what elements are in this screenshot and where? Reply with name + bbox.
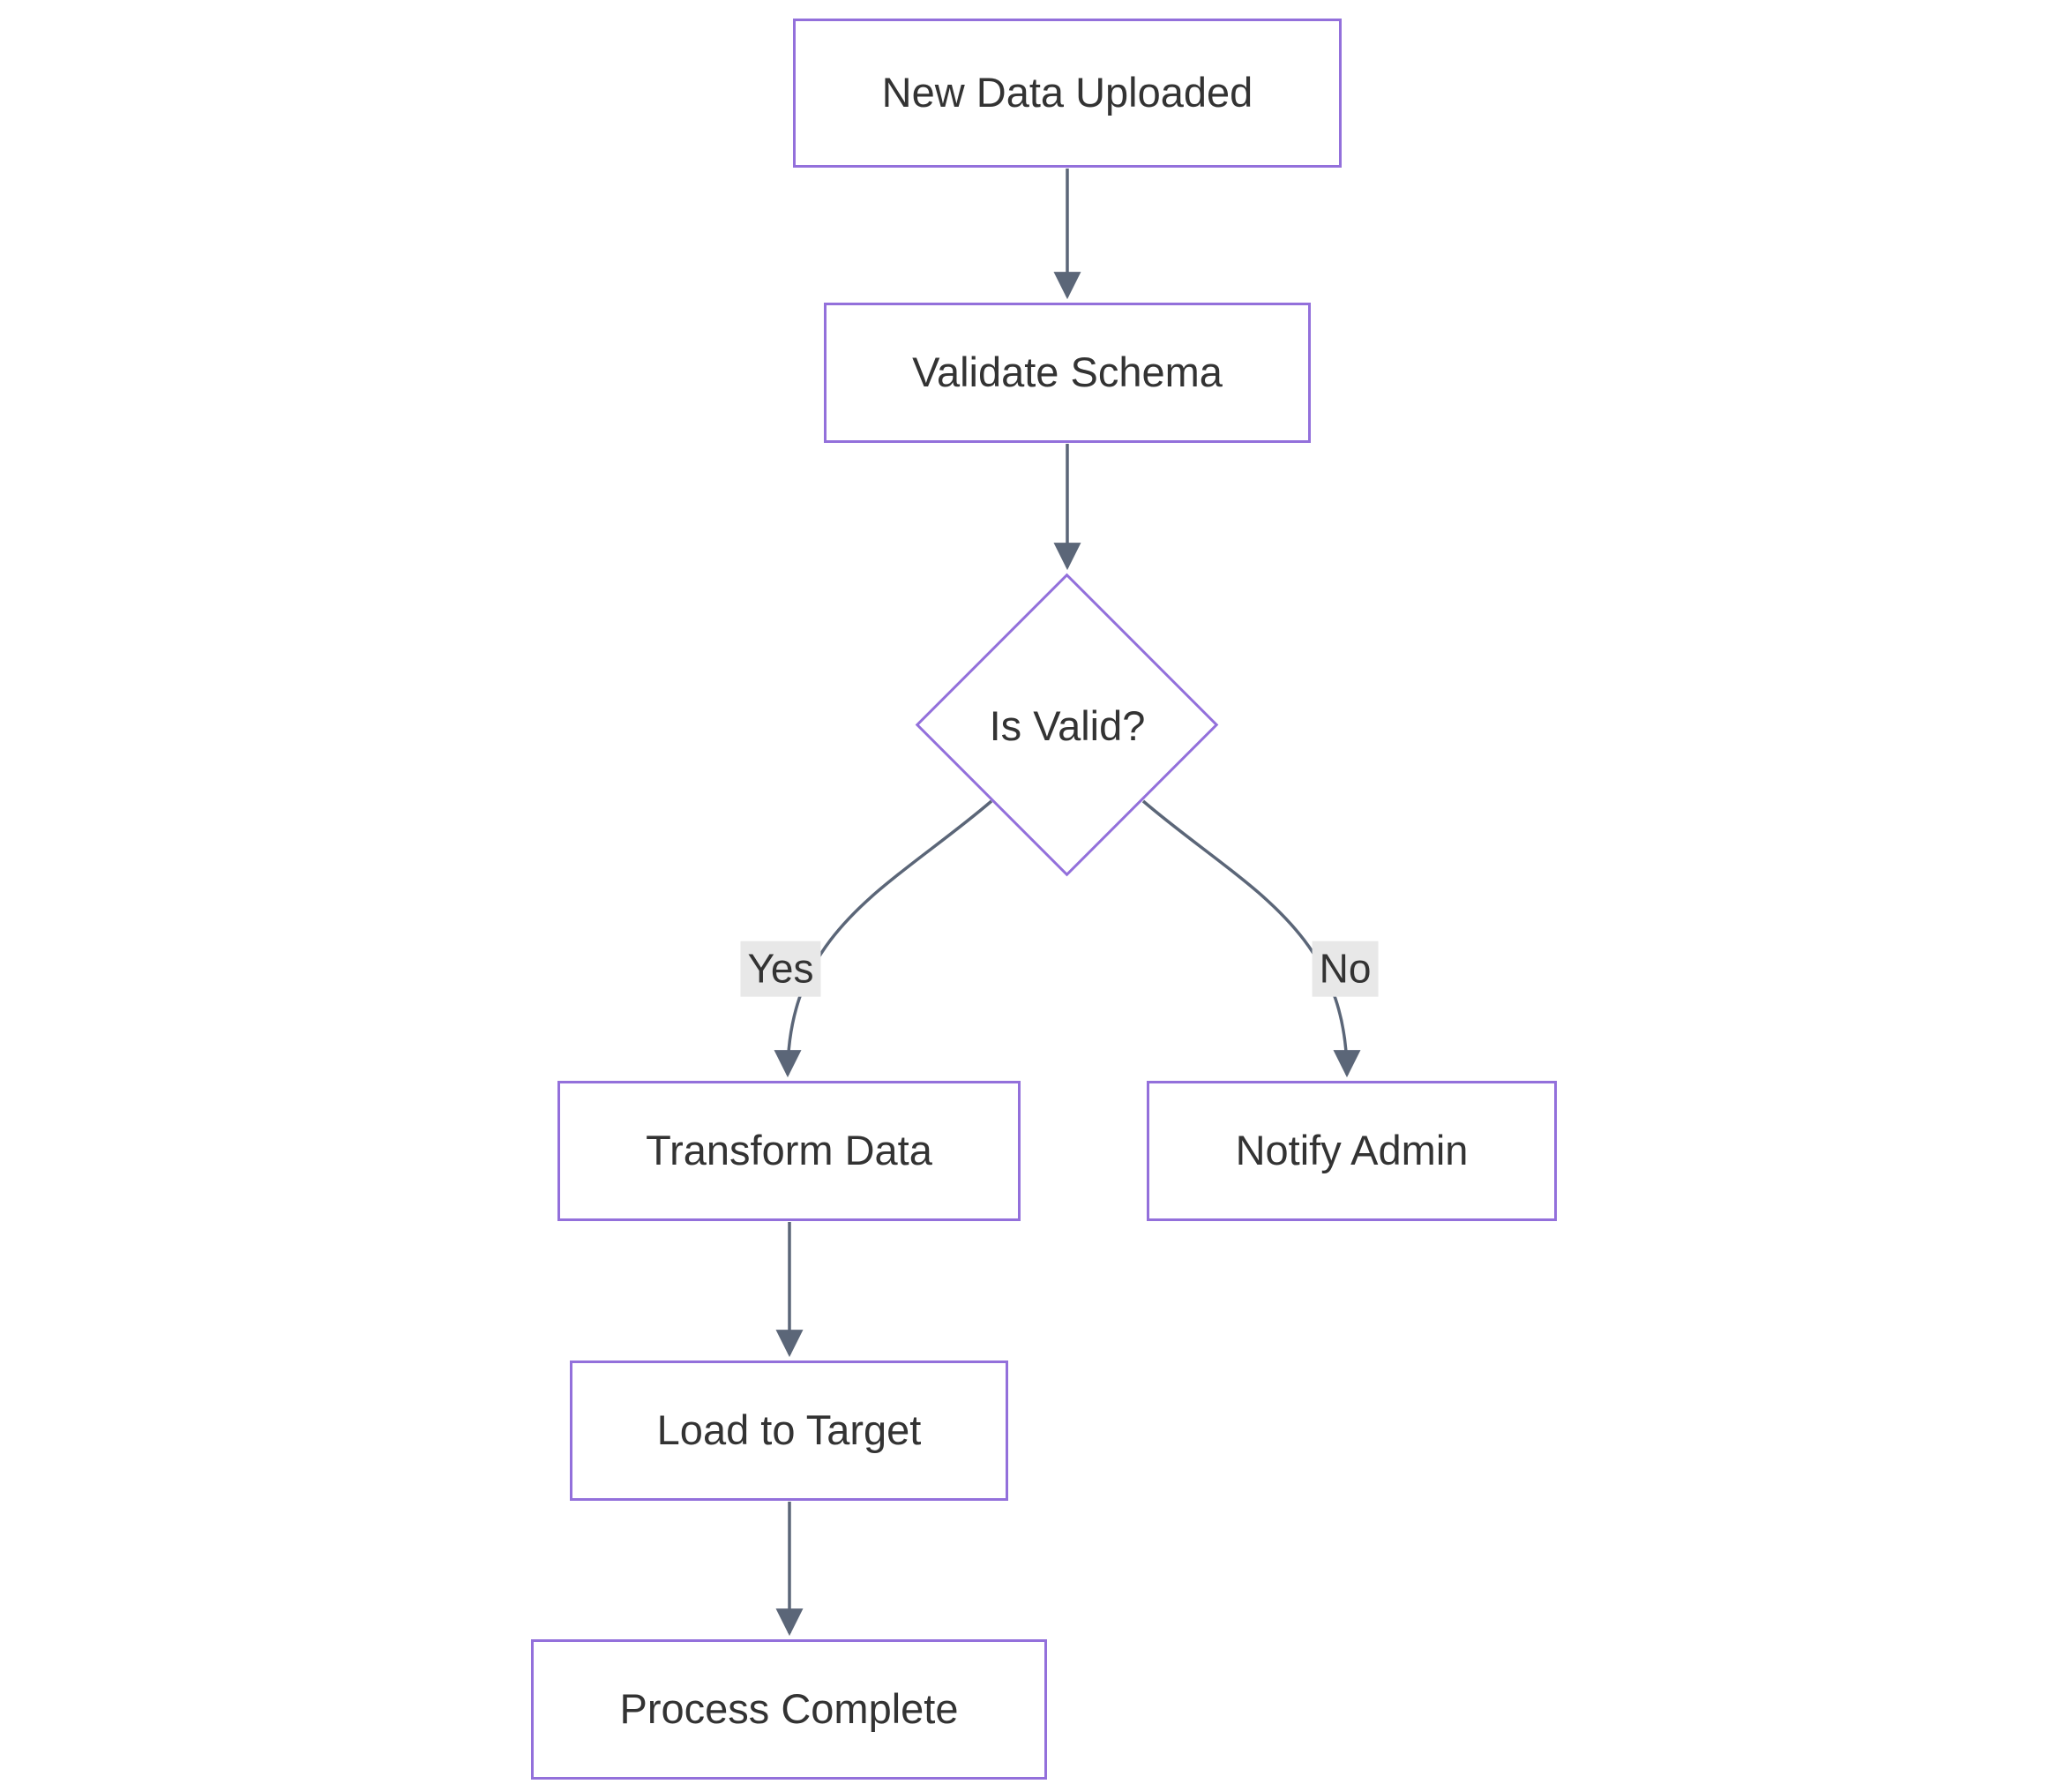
node-process-complete: Process Complete <box>531 1639 1047 1780</box>
node-new-data-uploaded: New Data Uploaded <box>793 19 1342 168</box>
node-validate-schema: Validate Schema <box>824 303 1311 443</box>
node-label: Transform Data <box>646 1127 932 1174</box>
edge-c-e-no <box>1141 799 1361 1078</box>
node-label: New Data Uploaded <box>881 69 1253 116</box>
node-is-valid-decision: Is Valid? <box>915 573 1219 877</box>
edge-label-no: No <box>1312 941 1379 997</box>
node-label: Notify Admin <box>1235 1127 1469 1174</box>
node-label: Validate Schema <box>912 349 1223 396</box>
node-label: Load to Target <box>656 1406 922 1454</box>
edge-c-d-yes <box>774 799 993 1078</box>
edge-label-yes: Yes <box>740 941 821 997</box>
node-label: Process Complete <box>619 1685 959 1733</box>
node-notify-admin: Notify Admin <box>1147 1081 1557 1221</box>
node-label: Is Valid? <box>989 701 1146 749</box>
node-load-to-target: Load to Target <box>570 1360 1008 1501</box>
node-transform-data: Transform Data <box>557 1081 1021 1221</box>
